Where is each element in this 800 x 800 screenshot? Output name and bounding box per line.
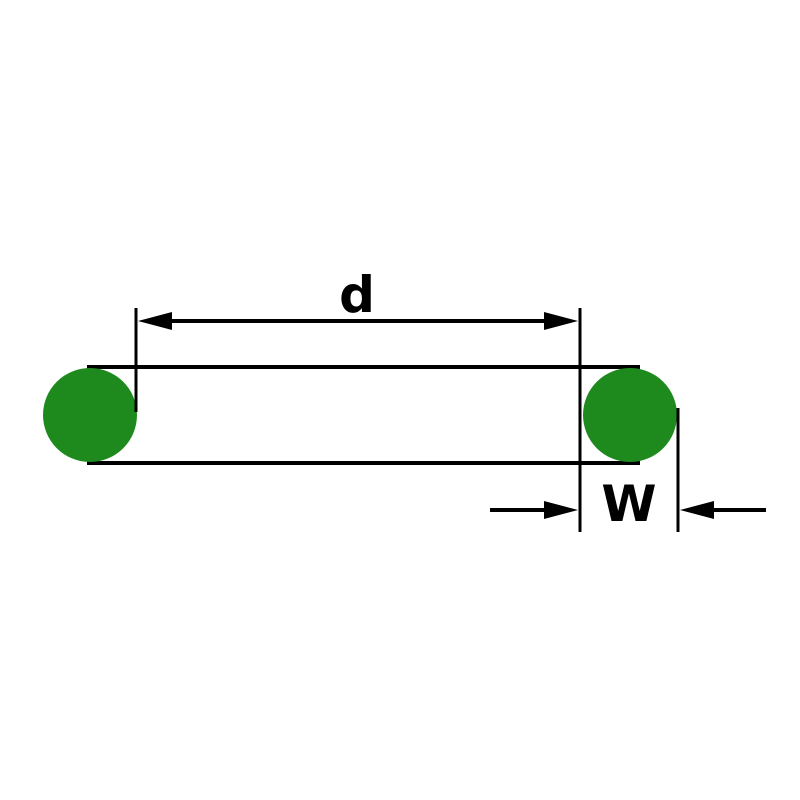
d-dimension-label: d (339, 266, 375, 324)
d-arrowhead-right-icon (544, 312, 578, 330)
oring-right-cross-section (583, 368, 677, 462)
w-arrowhead-right-icon (680, 501, 714, 519)
w-dimension-label: W (601, 475, 656, 533)
d-arrowhead-left-icon (138, 312, 172, 330)
oring-left-cross-section (43, 368, 137, 462)
w-arrowhead-left-icon (544, 501, 578, 519)
